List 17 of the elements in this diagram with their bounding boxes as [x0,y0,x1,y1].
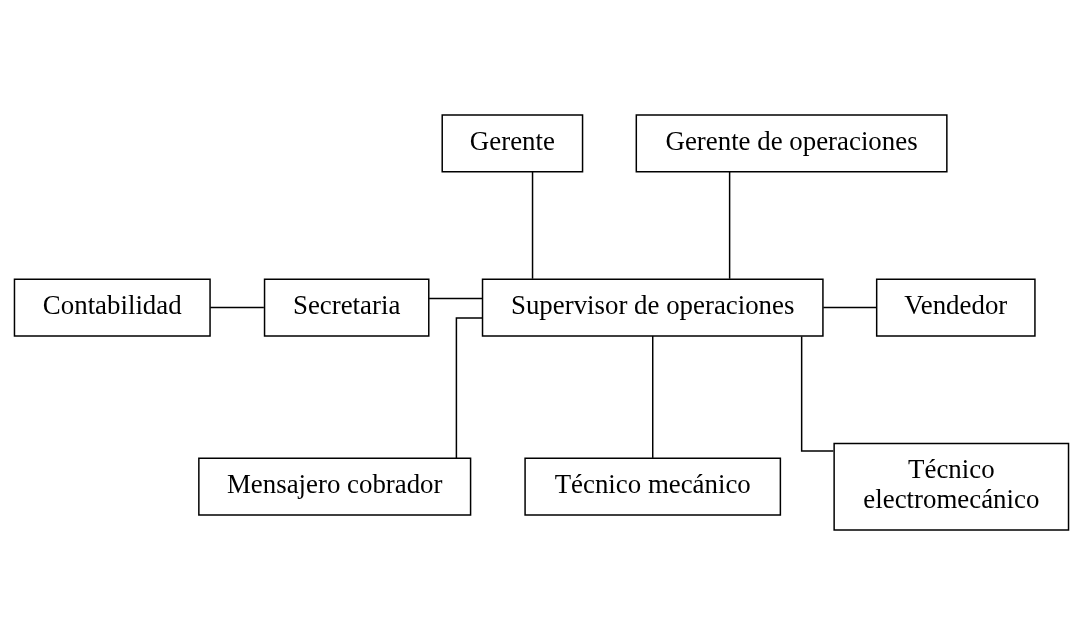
node-box: Técnico electromecánico [833,442,1070,531]
connector [822,306,877,308]
connector [728,170,731,279]
connector [209,306,265,308]
node-box: Supervisor de operaciones [481,277,824,337]
connector [455,316,484,459]
connector [531,170,534,279]
node-box: Mensajero cobrador [198,457,472,516]
connector [428,297,483,299]
connector [800,335,835,452]
node-box: Contabilidad [13,277,211,337]
connector [652,334,654,459]
node-box: Gerente [441,113,584,172]
node-box: Gerente de operaciones [635,113,948,172]
node-box: Secretaria [263,277,430,337]
node-box: Vendedor [875,277,1036,337]
node-box: Técnico mecánico [524,457,782,516]
